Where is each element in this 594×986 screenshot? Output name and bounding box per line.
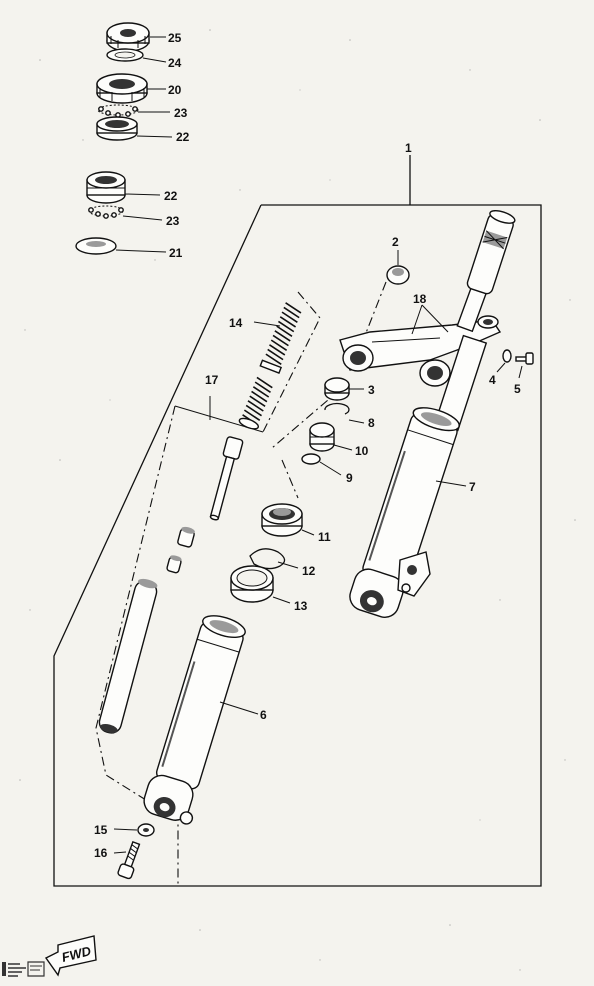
part-14-spring — [238, 302, 302, 430]
part-5-bolt — [515, 352, 534, 365]
part-16-bolt — [117, 840, 141, 880]
fwd-arrow-icon — [44, 935, 97, 977]
label-22a: 22 — [176, 130, 190, 144]
paper-speckle — [19, 29, 576, 971]
label-18: 18 — [413, 292, 427, 306]
part-6-outer-tube-left — [143, 615, 246, 825]
label-20: 20 — [168, 83, 182, 97]
label-22b: 22 — [164, 189, 178, 203]
label-13: 13 — [294, 599, 308, 613]
label-9: 9 — [346, 471, 353, 485]
part-23-bearing-lower — [88, 205, 124, 219]
part-15-washer — [137, 823, 155, 837]
part-18-triple-clamp — [339, 285, 502, 387]
label-16: 16 — [94, 846, 108, 860]
fwd-logo-graphic — [2, 961, 45, 977]
part-22-race-lower — [86, 171, 126, 204]
label-17: 17 — [205, 373, 219, 387]
label-10: 10 — [355, 444, 369, 458]
part-3-cap — [324, 377, 350, 401]
part-9-washer — [301, 453, 321, 465]
part-4-washer — [502, 349, 512, 363]
part-24-washer — [106, 48, 144, 62]
label-12: 12 — [302, 564, 316, 578]
part-17-damper-rod — [166, 436, 244, 574]
label-21: 21 — [169, 246, 183, 260]
label-7: 7 — [469, 480, 476, 494]
part-13-dust-seal — [230, 565, 274, 603]
fwd-marker: FWD — [2, 935, 97, 977]
label-23b: 23 — [166, 214, 180, 228]
part-23-bearing-upper — [97, 104, 139, 118]
part-8-circlip — [324, 402, 350, 415]
label-4: 4 — [489, 373, 496, 387]
part-25-nut — [106, 22, 150, 52]
label-3: 3 — [368, 383, 375, 397]
label-5: 5 — [514, 382, 521, 396]
part-2-cap — [386, 265, 410, 285]
label-6: 6 — [260, 708, 267, 722]
fwd-label: FWD — [60, 943, 93, 965]
part-20-ring-nut — [96, 73, 148, 104]
part-21-dust-seal — [75, 237, 117, 255]
part-7-fork-right — [349, 210, 516, 618]
label-15: 15 — [94, 823, 108, 837]
label-11: 11 — [318, 530, 331, 544]
part-inner-tube-left — [98, 578, 158, 734]
label-23a: 23 — [174, 106, 188, 120]
label-24: 24 — [168, 56, 182, 70]
part-11-oil-seal — [261, 503, 303, 537]
label-2: 2 — [392, 235, 399, 249]
guide-lines — [95, 281, 387, 886]
label-1: 1 — [405, 141, 412, 155]
label-8: 8 — [368, 416, 375, 430]
label-25: 25 — [168, 31, 182, 45]
label-14: 14 — [229, 316, 243, 330]
part-10-bushing — [309, 422, 335, 452]
assembly-frame — [53, 155, 542, 887]
part-22-race-upper — [96, 116, 138, 141]
